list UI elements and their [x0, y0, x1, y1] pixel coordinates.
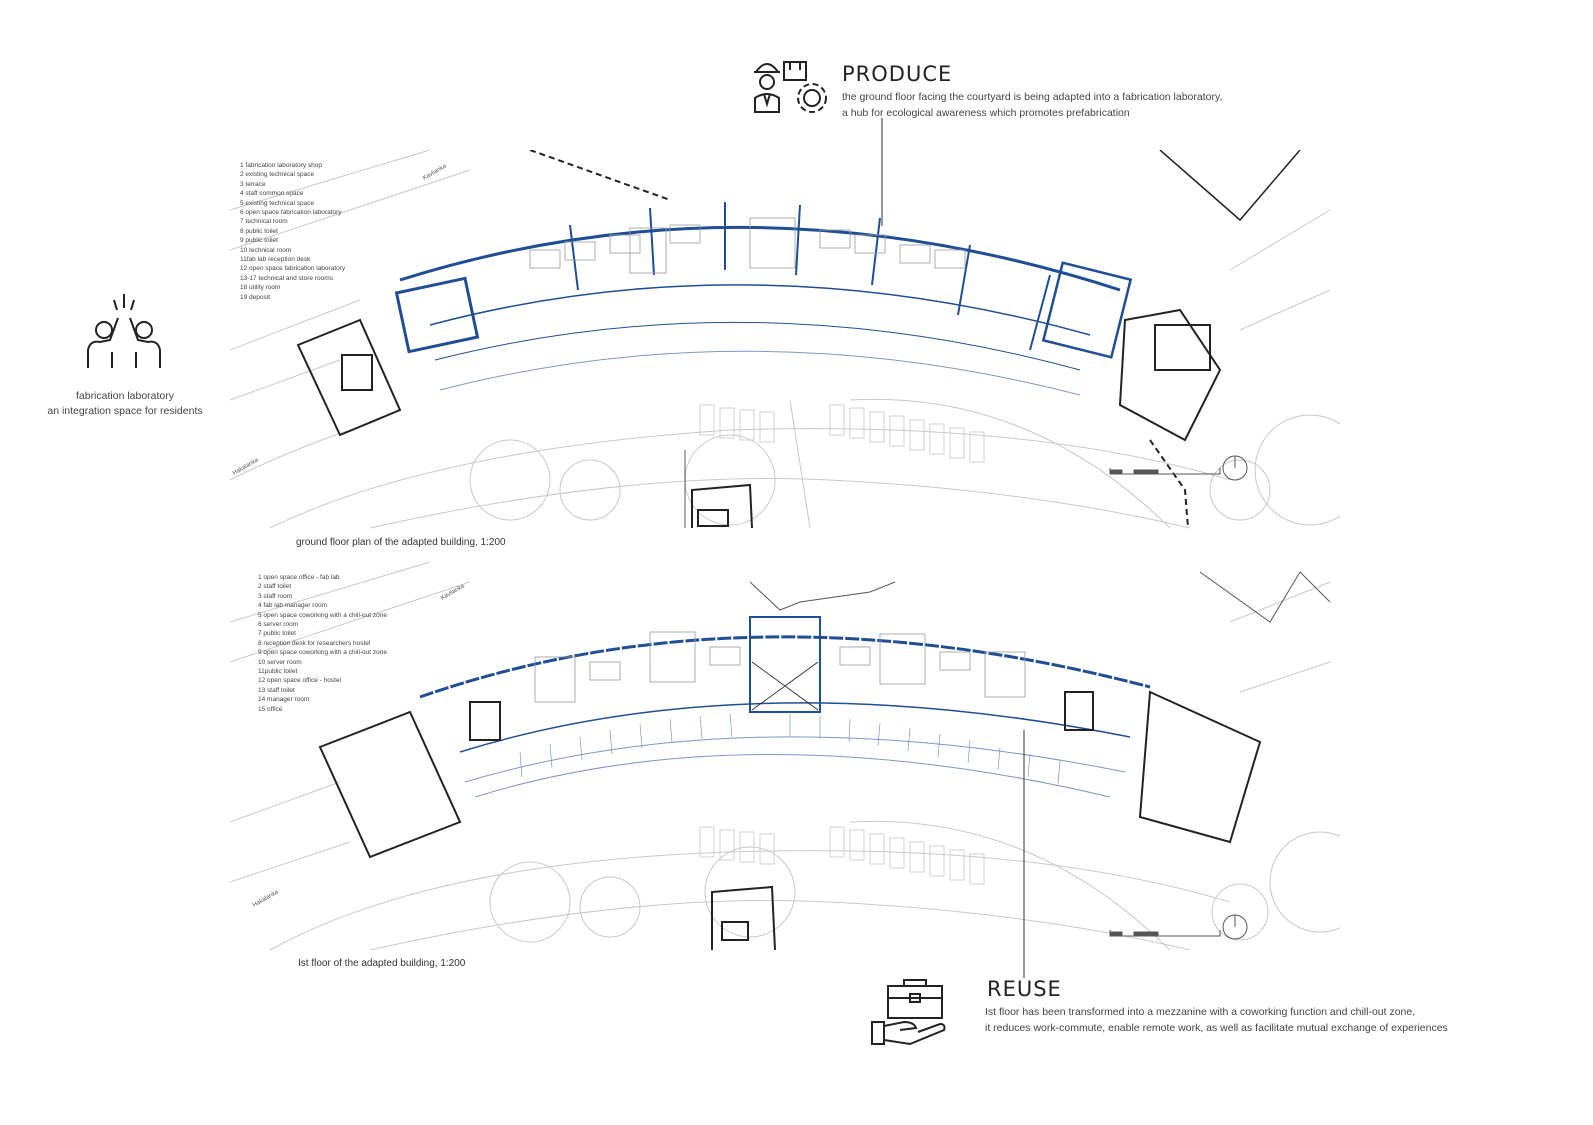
reuse-desc-line-1: Ist floor has been transformed into a me…: [985, 1006, 1416, 1018]
ground-legend-item: 6 open space fabrication laboratory: [240, 209, 342, 217]
ground-legend-item: 8 public toilet: [240, 227, 278, 235]
ground-legend-item: 5 existing technical space: [240, 199, 315, 207]
produce-desc-line-1: the ground floor facing the courtyard is…: [842, 91, 1223, 103]
first-floor-legend: 1 open space office - fab lab 2 staff to…: [258, 573, 387, 714]
ground-legend-item: 7 technical room: [240, 218, 288, 226]
first-legend-item: 3 staff room: [258, 592, 293, 600]
first-legend-item: 9 open space coworking with a chill-out …: [258, 649, 387, 657]
first-legend-item: 5 open space coworking with a chill-out …: [258, 611, 387, 619]
produce-leader-line: [881, 118, 883, 226]
first-floor-caption: Ist floor of the adapted building, 1:200: [298, 958, 466, 969]
produce-desc-line-2: a hub for ecological awareness which pro…: [842, 107, 1130, 119]
first-legend-item: 1 open space office - fab lab: [258, 574, 340, 581]
ground-legend-item: 12 open space fabrication laboratory: [240, 265, 346, 273]
first-legend-item: 4 fab lab manager room: [258, 602, 328, 610]
first-legend-item: 7 public toilet: [258, 630, 296, 638]
ground-floor-legend: 1 fabrication laboratory shop 2 existing…: [240, 161, 345, 302]
ground-floor-drawing: Kavlianka Hakalanka: [230, 150, 1340, 529]
first-legend-item: 12 open space office - hostel: [258, 677, 341, 685]
first-legend-item: 13 staff toilet: [258, 686, 295, 694]
ground-legend-item: 3 terrace: [240, 180, 266, 188]
high-five-icon: [87, 294, 161, 368]
first-legend-item: 10 server room: [258, 658, 302, 666]
first-legend-item: 14 manager room: [258, 696, 310, 704]
ground-floor-caption: ground floor plan of the adapted buildin…: [296, 537, 506, 548]
reuse-desc-line-2: it reduces work-commute, enable remote w…: [985, 1022, 1448, 1034]
ground-legend-item: 19 deposit: [240, 293, 270, 301]
reuse-leader-line: [1023, 730, 1025, 978]
ground-street-bottom: Hakalanka: [232, 457, 260, 477]
first-legend-item: 15 office: [258, 705, 283, 713]
fablab-line-2: an integration space for residents: [47, 405, 203, 417]
reuse-title: REUSE: [987, 977, 1062, 1001]
produce-title: PRODUCE: [842, 62, 953, 86]
first-legend-item: 8 reception desk for researchers hostel: [258, 639, 371, 647]
ground-legend-item: 9 public toilet: [240, 237, 278, 245]
fablab-line-1: fabrication laboratory: [75, 390, 175, 402]
ground-legend-item: 10 technical room: [240, 246, 292, 254]
first-legend-item: 2 staff toilet: [258, 583, 292, 591]
first-street-top: Kavlianka: [440, 583, 466, 602]
first-legend-item: 6 server room: [258, 621, 299, 629]
ground-legend-item: 4 staff common space: [240, 190, 304, 198]
briefcase-hand-icon: [871, 979, 946, 1046]
ground-legend-item: 13-17 technical and store rooms: [240, 274, 333, 282]
worker-gear-icon: [754, 61, 827, 113]
first-floor-drawing: Kavlianka Hakalanka: [230, 562, 1340, 951]
ground-legend-item: 11fab lab reception desk: [240, 256, 311, 264]
first-legend-item: 11public toilet: [258, 668, 298, 676]
ground-legend-item: 2 existing technical space: [240, 171, 315, 179]
ground-legend-item: 18 utility room: [240, 284, 281, 292]
first-street-bottom: Hakalanka: [252, 889, 280, 909]
ground-legend-item: 1 fabrication laboratory shop: [240, 162, 323, 169]
